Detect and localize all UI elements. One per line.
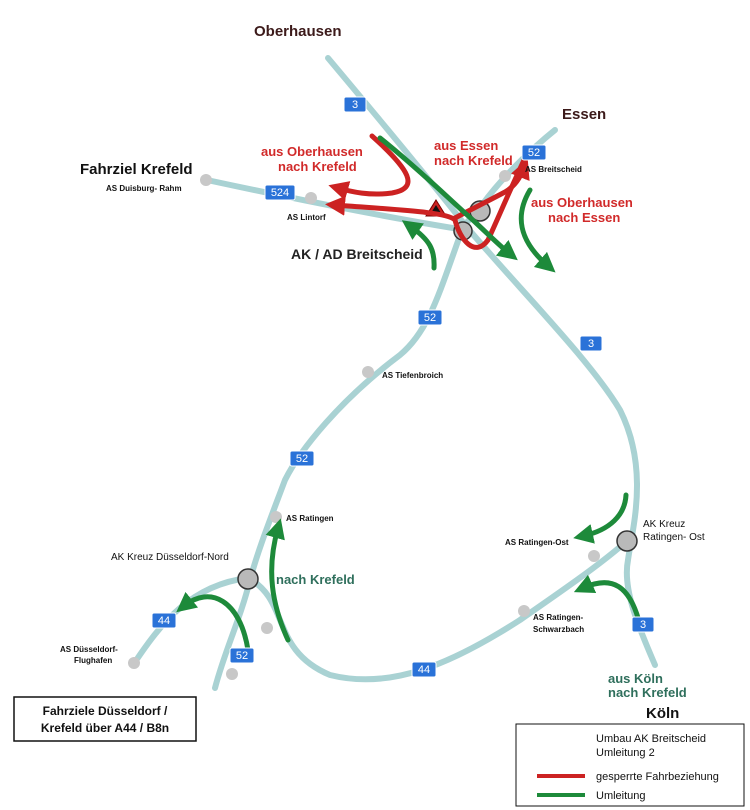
detour-to-lintorf <box>401 220 437 271</box>
city-oberhausen: Oberhausen <box>254 23 342 40</box>
shield-a3-north-label: 3 <box>352 99 358 111</box>
detour-to-a44-west <box>176 591 251 653</box>
label-flughafen-2: Flughafen <box>74 656 112 665</box>
detour-routes <box>176 135 643 653</box>
node-breitscheid[interactable] <box>499 170 511 182</box>
detour-nach-krefeld-north <box>265 518 291 643</box>
interchange-label: AK / AD Breitscheid <box>291 246 423 262</box>
label-flughafen-1: AS Düsseldorf- <box>60 645 118 654</box>
legend-title-2: Umleitung 2 <box>596 747 655 759</box>
label-tiefenbroich: AS Tiefenbroich <box>382 371 443 380</box>
label-ratingen: AS Ratingen <box>286 514 334 523</box>
detour-to-essen <box>518 187 556 273</box>
label-lintorf: AS Lintorf <box>287 213 326 222</box>
shield-a52-south: 52 <box>289 450 315 467</box>
shield-a3-north: 3 <box>343 96 367 113</box>
route-label-koeln-krefeld-1: aus Köln <box>608 671 663 686</box>
label-duisburg-rahm: AS Duisburg- Rahm <box>106 184 182 193</box>
node-ratingen-schwarzbach[interactable] <box>518 605 530 617</box>
shield-a52-east-label: 52 <box>528 147 540 159</box>
label-schwarzbach-2: Schwarzbach <box>533 625 584 634</box>
label-kreuz-ratingen-ost-1: AK Kreuz <box>643 519 685 530</box>
a52-south-road <box>212 227 465 691</box>
shield-a52-bottom-label: 52 <box>236 650 248 662</box>
shield-a44-south-label: 44 <box>418 664 430 676</box>
shield-a52-east: 52 <box>521 144 547 161</box>
node-tiefenbroich[interactable] <box>362 366 374 378</box>
shield-a524: 524 <box>264 184 296 201</box>
label-ratingen-ost: AS Ratingen-Ost <box>505 538 569 547</box>
shield-a3-south-label: 3 <box>640 619 646 631</box>
node-a52-south-1 <box>261 622 273 634</box>
node-ratingen-ost[interactable] <box>588 550 600 562</box>
junction-nodes <box>128 170 638 680</box>
detour-ratingen-ost <box>573 492 629 544</box>
node-duisburg-rahm[interactable] <box>200 174 212 186</box>
closed-routes <box>325 133 530 250</box>
label-breitscheid: AS Breitscheid <box>525 165 582 174</box>
shield-a52-mid: 52 <box>417 309 443 326</box>
city-fahrziel-krefeld: Fahrziel Krefeld <box>80 161 193 178</box>
node-lintorf[interactable] <box>305 192 317 204</box>
route-label-ob-krefeld-2: nach Krefeld <box>278 159 357 174</box>
node-ratingen-ost-kreuz[interactable] <box>616 530 638 552</box>
label-kreuz-ratingen-ost-2: Ratingen- Ost <box>643 532 705 543</box>
shield-a44-south: 44 <box>411 661 437 678</box>
route-label-essen-krefeld-2: nach Krefeld <box>434 153 513 168</box>
label-schwarzbach-1: AS Ratingen- <box>533 613 584 622</box>
info-box-line2: Krefeld über A44 / B8n <box>41 721 169 735</box>
a44-road <box>132 537 631 683</box>
label-kreuz-ddorf-nord: AK Kreuz Düsseldorf-Nord <box>111 552 229 563</box>
legend-closed-label: gesperrte Fahrbeziehung <box>596 771 719 783</box>
legend-detour-label: Umleitung <box>596 790 646 802</box>
shield-a524-label: 524 <box>271 187 289 199</box>
node-ratingen[interactable] <box>270 511 282 523</box>
shield-a3-south: 3 <box>631 616 655 633</box>
shield-a52-bottom: 52 <box>229 647 255 664</box>
info-box-line1: Fahrziele Düsseldorf / <box>43 704 168 718</box>
legend: Umbau AK Breitscheid Umleitung 2 gesperr… <box>515 723 745 807</box>
shield-a52-mid-label: 52 <box>424 312 436 324</box>
node-flughafen[interactable] <box>128 657 140 669</box>
route-label-ob-essen-1: aus Oberhausen <box>531 195 633 210</box>
closed-route-essen-krefeld <box>325 157 527 250</box>
shield-a3-mid-label: 3 <box>588 338 594 350</box>
route-label-ob-krefeld-1: aus Oberhausen <box>261 144 363 159</box>
route-label-koeln-krefeld-2: nach Krefeld <box>608 685 687 700</box>
node-ddorf-nord[interactable] <box>237 568 259 590</box>
route-label-nach-krefeld: nach Krefeld <box>276 572 355 587</box>
shield-a3-mid: 3 <box>579 335 603 352</box>
detour-a3-south <box>377 135 518 261</box>
shield-a52-south-label: 52 <box>296 453 308 465</box>
route-label-essen-krefeld-1: aus Essen <box>434 138 498 153</box>
closed-route-oberhausen-krefeld <box>328 133 411 201</box>
city-essen: Essen <box>562 106 606 123</box>
city-koeln: Köln <box>646 705 679 722</box>
closed-route-oberhausen-essen <box>452 158 530 221</box>
route-label-ob-essen-2: nach Essen <box>548 210 620 225</box>
node-a52-south-2 <box>226 668 238 680</box>
detour-koeln-krefeld <box>573 574 643 628</box>
info-box: Fahrziele Düsseldorf / Krefeld über A44 … <box>13 696 197 742</box>
shield-a44-west-label: 44 <box>158 615 170 627</box>
shield-a44-west: 44 <box>151 612 177 629</box>
legend-title-1: Umbau AK Breitscheid <box>596 733 706 745</box>
